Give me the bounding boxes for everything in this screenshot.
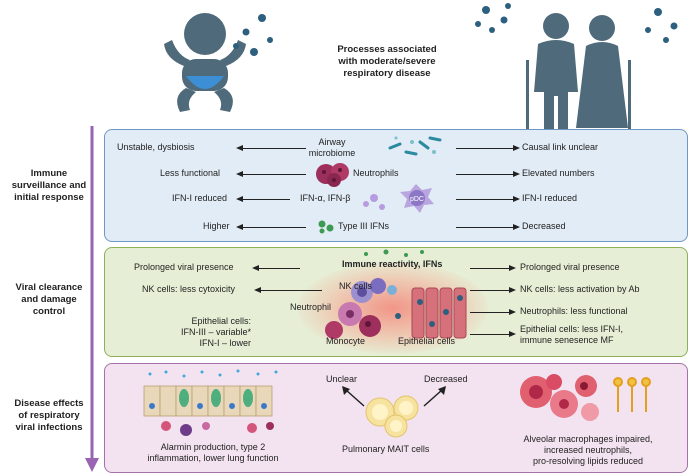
- p1-row2-left-arrow: [236, 170, 306, 177]
- p2-right-r4-line2: immune senesence MF: [520, 335, 614, 345]
- elderly-couple-icon: [475, 3, 678, 130]
- p3-unclear: Unclear: [326, 374, 358, 384]
- p3-right-caption-line1: Alveolar macrophages impaired,: [523, 434, 653, 444]
- p2-left-r3-line2: IFN-III – variable*: [180, 327, 251, 337]
- p2-right-r1: Prolonged viral presence: [520, 262, 620, 272]
- infant-icon: [164, 13, 273, 112]
- p1-row2-center: Neutrophils: [353, 168, 399, 178]
- p1-row3-right-arrow: [456, 195, 520, 202]
- p1-row4-right: Decreased: [522, 221, 566, 231]
- section-disease-line2: of respiratory: [18, 410, 80, 421]
- p2-left-r3-line3: IFN-I – lower: [199, 338, 251, 348]
- p3-right-caption: Alveolar macrophages impaired, increased…: [508, 434, 668, 467]
- p3-right-caption-line2: increased neutrophils,: [543, 445, 633, 455]
- p1-row4-right-arrow: [456, 223, 520, 230]
- section-disease-line1: Disease effects: [14, 398, 84, 409]
- p1-row1-right-arrow: [456, 144, 520, 151]
- p3-right-caption-line3: pro-resolving lipids reduced: [532, 456, 644, 466]
- section-immune-line2: surveillance and: [11, 180, 87, 191]
- p3-mait-label: Pulmonary MAIT cells: [342, 444, 430, 454]
- p1-row1-left-arrow: [236, 144, 306, 151]
- p2-left-r1-arrow: [252, 264, 300, 271]
- p2-cell-neutrophil: Neutrophil: [290, 302, 332, 312]
- section-viral-line2: and damage: [21, 294, 77, 305]
- p1-row3-right: IFN-I reduced: [522, 193, 578, 203]
- p1-row3-left-arrow: [236, 195, 290, 202]
- alveolar-macrophage-icon: [520, 374, 651, 421]
- p2-left-r2: NK cells: less cytoxicity: [142, 284, 236, 294]
- p1-row2-right: Elevated numbers: [522, 168, 595, 178]
- p3-left-caption-line2: inflammation, lower lung function: [147, 453, 279, 463]
- immune-cell-cluster-icon: [325, 278, 467, 339]
- p2-cell-nk: NK cells: [339, 281, 373, 291]
- section-viral-line1: Viral clearance: [15, 282, 83, 293]
- pdc-cell-icon: pDC: [363, 184, 434, 213]
- section-disease-line3: viral infections: [15, 422, 83, 433]
- p2-cell-epithelial: Epithelial cells: [398, 336, 456, 346]
- p2-right-r4: Epithelial cells: less IFN-I, immune sen…: [520, 324, 623, 346]
- bacteria-icon: [388, 136, 442, 156]
- p2-left-r3: Epithelial cells: IFN-III – variable* IF…: [169, 316, 251, 349]
- p2-right-r3-arrow: [470, 308, 516, 315]
- p3-left-caption: Alarmin production, type 2 inflammation,…: [138, 442, 288, 464]
- mait-cells-icon: [342, 386, 446, 438]
- p2-right-r2: NK cells: less activation by Ab: [520, 284, 640, 294]
- p1-row2-left: Less functional: [160, 168, 221, 178]
- p2-right-r4-arrow: [470, 330, 516, 337]
- age-timeline-arrow: [85, 126, 99, 472]
- p1-row4-left-arrow: [236, 223, 306, 230]
- p3-left-caption-line1: Alarmin production, type 2: [160, 442, 266, 452]
- section-label-immune: Immune surveillance and initial response: [4, 168, 94, 204]
- pdc-label: pDC: [410, 196, 424, 203]
- header-title: Processes associated with moderate/sever…: [322, 44, 452, 80]
- p2-left-r3-line1: Epithelial cells:: [191, 316, 251, 326]
- p2-right-r2-arrow: [470, 286, 516, 293]
- section-label-disease: Disease effects of respiratory viral inf…: [4, 398, 94, 434]
- p2-left-r2-arrow: [254, 286, 322, 293]
- p1-row1-center: Airway microbiome: [300, 137, 364, 159]
- panel-immune-surveillance: [104, 129, 688, 242]
- section-viral-line3: control: [32, 306, 66, 317]
- p1-row1-right: Causal link unclear: [522, 142, 599, 152]
- header-title-line2: with moderate/severe: [338, 56, 436, 67]
- p2-title: Immune reactivity, IFNs: [342, 259, 443, 269]
- p3-decreased: Decreased: [424, 374, 468, 384]
- p1-row3-center: IFN-α, IFN-β: [300, 193, 351, 203]
- section-immune-line1: Immune: [30, 168, 68, 179]
- p1-row1-center-line2: microbiome: [308, 148, 356, 158]
- section-immune-line3: initial response: [14, 192, 84, 203]
- p1-row3-left: IFN-I reduced: [172, 193, 228, 203]
- p1-row1-left: Unstable, dysbiosis: [117, 142, 195, 152]
- header-title-line3: respiratory disease: [343, 68, 431, 79]
- p1-row2-right-arrow: [456, 170, 520, 177]
- airway-epithelium-icon: [143, 369, 278, 436]
- p2-left-r1: Prolonged viral presence: [134, 262, 234, 272]
- p1-row1-center-line1: Airway: [318, 137, 346, 147]
- type-iii-ifn-dots-icon: [318, 220, 334, 234]
- p1-row4-left: Higher: [203, 221, 230, 231]
- neutrophil-cluster-icon: [316, 163, 349, 187]
- p1-row4-center: Type III IFNs: [338, 221, 390, 231]
- ifn-dots-icon: [364, 249, 424, 257]
- header-title-line1: Processes associated: [337, 44, 437, 55]
- p2-right-r4-line1: Epithelial cells: less IFN-I,: [520, 324, 624, 334]
- p2-right-r1-arrow: [470, 264, 516, 271]
- section-label-viral: Viral clearance and damage control: [4, 282, 94, 318]
- p2-right-r3: Neutrophils: less functional: [520, 306, 628, 316]
- p2-cell-monocyte: Monocyte: [326, 336, 366, 346]
